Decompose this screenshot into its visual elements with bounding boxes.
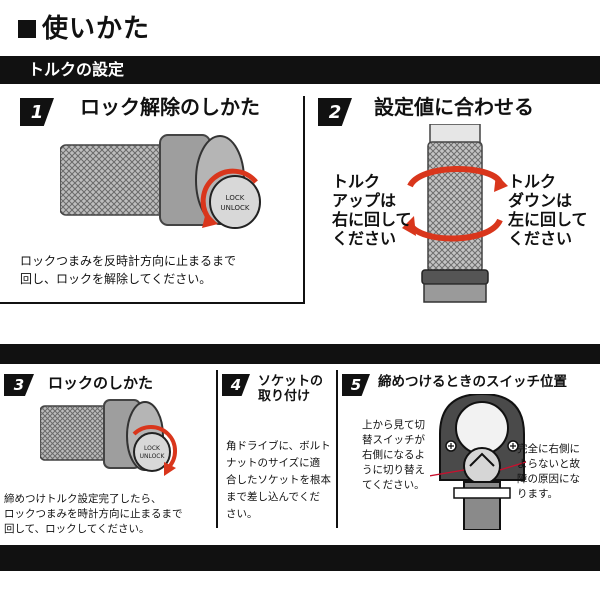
step-5-callout-right-line: 完全に右側に bbox=[517, 443, 580, 455]
bottom-band bbox=[0, 545, 600, 571]
step-2-left-line: トルク bbox=[332, 172, 381, 191]
step-5-callout-left: 上から見て切 替スイッチが 右側になるよ うに切り替え てください。 bbox=[362, 418, 425, 493]
step-4-body-line: 角ドライブに、ボルト bbox=[226, 440, 331, 452]
step-number-2: 2 bbox=[318, 98, 352, 126]
divider-vertical bbox=[303, 96, 305, 304]
step-4-title: ソケットの 取り付け bbox=[258, 374, 324, 405]
knob-lock-label: LOCK bbox=[144, 445, 161, 452]
step-2-left-line: ください bbox=[332, 229, 397, 248]
step-4-body: 角ドライブに、ボルト ナットのサイズに適 合したソケットを根本 まで差し込んでく… bbox=[226, 438, 331, 523]
step-2-right-line: 左に回して bbox=[508, 210, 588, 229]
step-1-body-line: 回し、ロックを解除してください。 bbox=[20, 272, 212, 286]
switch-position-illustration bbox=[430, 394, 527, 530]
step-5-callout-left-line: てください。 bbox=[362, 479, 425, 491]
step-2-left-text: トルク アップは 右に回して ください bbox=[332, 172, 412, 248]
step-4-body-line: さい。 bbox=[226, 508, 258, 520]
step-4-title-line: 取り付け bbox=[258, 388, 311, 404]
step-3-body-line: 締めつけトルク設定完了したら、 bbox=[4, 493, 162, 505]
divider-vertical bbox=[336, 370, 338, 528]
torque-setting-illustration bbox=[402, 124, 508, 303]
step-1-body: ロックつまみを反時計方向に止まるまで 回し、ロックを解除してください。 bbox=[20, 252, 236, 288]
step-1-title: ロック解除のしかた bbox=[80, 95, 260, 119]
step-4-body-line: まで差し込んでくだ bbox=[226, 491, 320, 503]
step-5-callout-right-line: ります。 bbox=[517, 488, 558, 500]
step-5-callout-left-line: 替スイッチが bbox=[362, 434, 425, 446]
section-band bbox=[0, 56, 600, 84]
step-2-right-text: トルク ダウンは 左に回して ください bbox=[508, 172, 588, 248]
step-3-body-line: 回して、ロックしてください。 bbox=[4, 523, 150, 535]
step-2-right-line: トルク bbox=[508, 172, 557, 191]
page-title: 使いかた bbox=[42, 14, 151, 44]
step-2-right-line: ください bbox=[508, 229, 573, 248]
step-5-title: 締めつけるときのスイッチ位置 bbox=[378, 374, 567, 390]
knob-unlock-label: UNLOCK bbox=[140, 453, 166, 460]
step-5-callout-right: 完全に右側に よらないと故 障の原因にな ります。 bbox=[517, 442, 580, 502]
step-2-left-line: 右に回して bbox=[332, 210, 412, 229]
step-number-3: 3 bbox=[4, 374, 34, 396]
divider-vertical bbox=[216, 370, 218, 528]
divider-horizontal bbox=[0, 302, 305, 304]
step-4-title-line: ソケットの bbox=[258, 374, 324, 389]
title-square-icon bbox=[18, 20, 36, 38]
step-3-body-line: ロックつまみを時計方向に止まるまで bbox=[4, 508, 183, 520]
step-1-body-line: ロックつまみを反時計方向に止まるまで bbox=[20, 254, 237, 268]
step-number-4: 4 bbox=[222, 374, 250, 396]
step-5-callout-right-line: 障の原因にな bbox=[517, 473, 580, 485]
step-3-title: ロックのしかた bbox=[48, 374, 154, 392]
step-5-callout-right-line: よらないと故 bbox=[517, 458, 580, 470]
step-2-right-line: ダウンは bbox=[508, 191, 573, 210]
step-4-body-line: 合したソケットを根本 bbox=[226, 474, 331, 486]
step-2-left-line: アップは bbox=[332, 191, 397, 210]
knob-lock-label: LOCK bbox=[226, 194, 245, 202]
lock-illustration: LOCK UNLOCK bbox=[40, 399, 178, 476]
step-5-callout-left-line: 右側になるよ bbox=[362, 449, 425, 461]
step-number-5: 5 bbox=[342, 374, 370, 396]
lock-release-illustration: LOCK UNLOCK bbox=[60, 134, 261, 229]
step-number-1: 1 bbox=[20, 98, 54, 126]
section-label: トルクの設定 bbox=[28, 60, 125, 79]
knob-unlock-label: UNLOCK bbox=[221, 204, 250, 212]
separator-band bbox=[0, 344, 600, 364]
step-5-callout-left-line: 上から見て切 bbox=[362, 419, 425, 431]
step-5-callout-left-line: うに切り替え bbox=[362, 464, 425, 476]
step-3-body: 締めつけトルク設定完了したら、 ロックつまみを時計方向に止まるまで 回して、ロッ… bbox=[4, 492, 183, 537]
step-2-title: 設定値に合わせる bbox=[374, 95, 534, 119]
step-4-body-line: ナットのサイズに適 bbox=[226, 457, 321, 469]
